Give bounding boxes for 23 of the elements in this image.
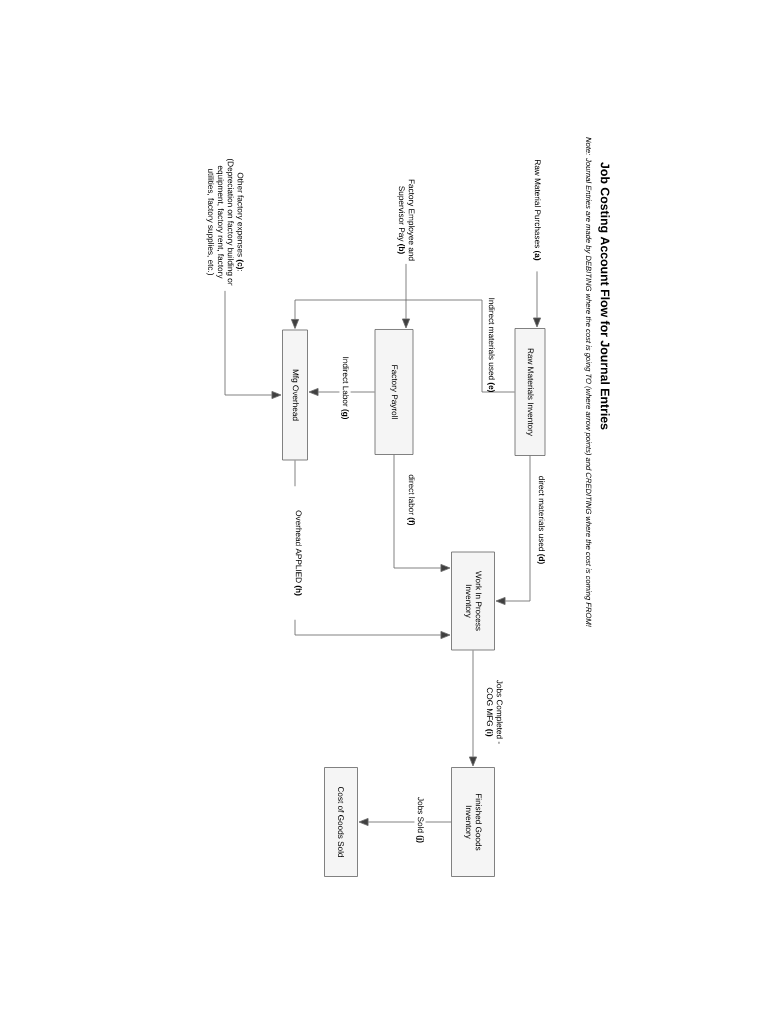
edge-label: Overhead APPLIED (h) <box>292 486 304 620</box>
account-box: Work In Process Inventory <box>451 551 495 651</box>
arrow <box>308 388 375 397</box>
arrow <box>393 454 451 572</box>
account-box: Finished Goods Inventory <box>451 767 495 877</box>
edge-label: Jobs Sold (j) <box>414 778 426 862</box>
arrow <box>495 455 531 605</box>
edge-label: direct labor (f) <box>407 474 415 526</box>
account-box: Factory Payroll <box>374 329 414 455</box>
arrow <box>291 299 515 393</box>
arrow <box>469 650 478 767</box>
edge-label: Indirect materials used (e) <box>487 298 495 392</box>
arrow <box>358 818 452 826</box>
edge-label: direct materials used (d) <box>537 476 545 564</box>
source-text: Raw Material Purchases (a) <box>533 160 541 261</box>
account-box: Raw Materials Inventory <box>514 328 546 456</box>
edge-label: Indirect Labor (g) <box>339 331 351 445</box>
account-box: Cost of Goods Sold <box>324 767 358 877</box>
arrow <box>402 263 411 329</box>
arrow <box>224 290 282 400</box>
title: Job Costing Account Flow for Journal Entries <box>598 162 610 430</box>
account-box: Mfg Overhead <box>282 329 308 461</box>
arrow <box>533 271 542 328</box>
